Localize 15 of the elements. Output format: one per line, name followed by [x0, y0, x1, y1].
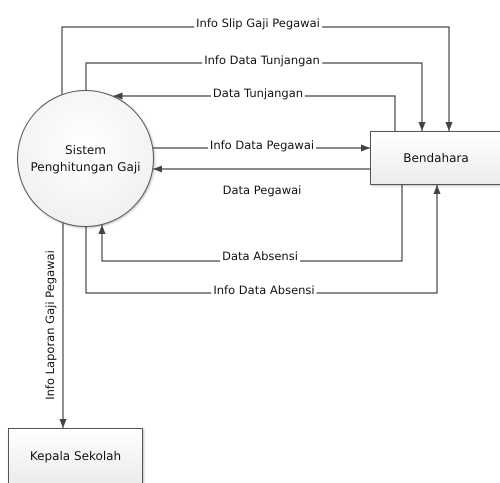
- edge-label: Data Pegawai: [220, 183, 304, 197]
- edge-label: Info Data Pegawai: [208, 138, 316, 152]
- edge-label: Data Absensi: [220, 249, 300, 263]
- node-label: Bendahara: [403, 150, 469, 166]
- node-label: Kepala Sekolah: [30, 448, 122, 464]
- node-label: Sistem Penghitungan Gaji: [30, 142, 140, 175]
- edge-label: Info Slip Gaji Pegawai: [194, 16, 322, 30]
- edge-label: Info Data Absensi: [211, 283, 317, 297]
- entity-box: [8, 428, 143, 483]
- entity-box: [370, 131, 500, 185]
- edge-label: Info Laporan Gaji Pegawai: [43, 248, 57, 402]
- edge-label: Data Tunjangan: [210, 86, 306, 100]
- edge-label: Info Data Tunjangan: [202, 53, 322, 67]
- arrow: [59, 223, 67, 428]
- arrow: [153, 165, 370, 173]
